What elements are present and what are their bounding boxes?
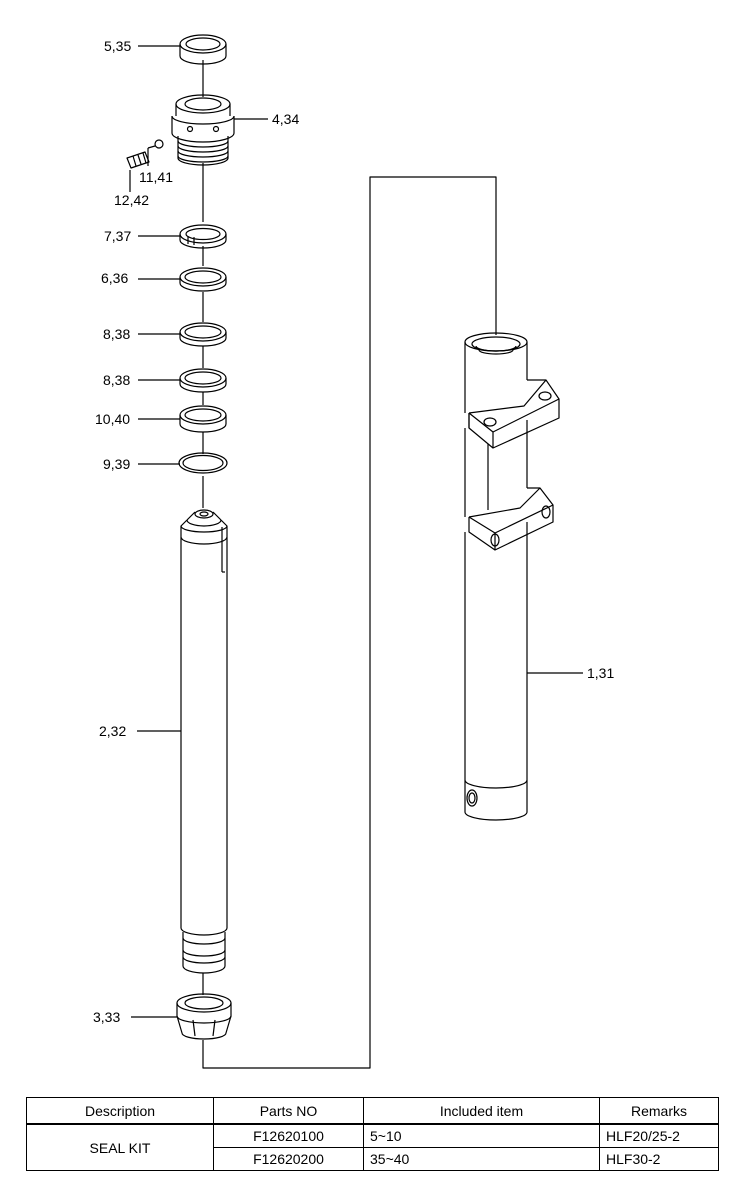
- cell-included-item: 5~10: [363, 1123, 600, 1148]
- part-8-ring-upper: [179, 322, 227, 347]
- part-8-ring-lower: [179, 368, 227, 393]
- cell-description: SEAL KIT: [26, 1123, 214, 1171]
- part-11-ball: [154, 139, 164, 149]
- part-10-ring: [179, 405, 227, 433]
- table-row: SEAL KIT F12620100 5~10 HLF20/25-2: [26, 1123, 719, 1171]
- exploded-parts-diagram: 5,35 4,34 11,41 12,42 7,37 6,36 8,38 8,3…: [93, 34, 614, 1069]
- callout-6-36: 6,36: [101, 270, 128, 286]
- header-parts-no: Parts NO: [213, 1097, 364, 1125]
- part-2-piston-rod: [180, 509, 228, 974]
- cell-remarks: HLF20/25-2: [599, 1123, 719, 1148]
- seal-kit-table: Description Parts NO Included item Remar…: [26, 1097, 719, 1171]
- callout-4-34: 4,34: [272, 111, 299, 127]
- callout-7-37: 7,37: [104, 228, 131, 244]
- part-5-ring: [179, 34, 227, 65]
- table-row: F12620200 35~40 HLF30-2: [27, 1147, 719, 1171]
- callout-1-31: 1,31: [587, 665, 614, 681]
- table-header-row: Description Parts NO Included item Remar…: [26, 1097, 719, 1125]
- part-1-cylinder-tube: [464, 332, 560, 821]
- cell-remarks: HLF30-2: [599, 1147, 719, 1171]
- cell-part-no: F12620200: [213, 1147, 364, 1171]
- callout-8-38-lower: 8,38: [103, 372, 130, 388]
- header-description: Description: [26, 1097, 214, 1125]
- callout-11-41: 11,41: [139, 169, 173, 185]
- cell-included-item: 35~40: [363, 1147, 600, 1171]
- assembly-connector-line: [202, 176, 497, 1069]
- header-included-item: Included item: [363, 1097, 600, 1125]
- part-3-lower-nut: [176, 993, 232, 1040]
- callout-12-42: 12,42: [114, 192, 149, 208]
- part-9-o-ring: [178, 452, 228, 474]
- callout-10-40: 10,40: [95, 411, 130, 427]
- callout-8-38-upper: 8,38: [103, 326, 130, 342]
- callout-5-35: 5,35: [104, 38, 131, 54]
- part-12-screw: [126, 151, 150, 169]
- callout-3-33: 3,33: [93, 1009, 120, 1025]
- part-7-split-ring: [179, 224, 227, 249]
- header-remarks: Remarks: [599, 1097, 719, 1125]
- cell-part-no: F12620100: [213, 1123, 364, 1148]
- callout-9-39: 9,39: [103, 456, 130, 472]
- part-4-nut: [171, 94, 235, 166]
- part-6-ring: [179, 267, 227, 292]
- callout-2-32: 2,32: [99, 723, 126, 739]
